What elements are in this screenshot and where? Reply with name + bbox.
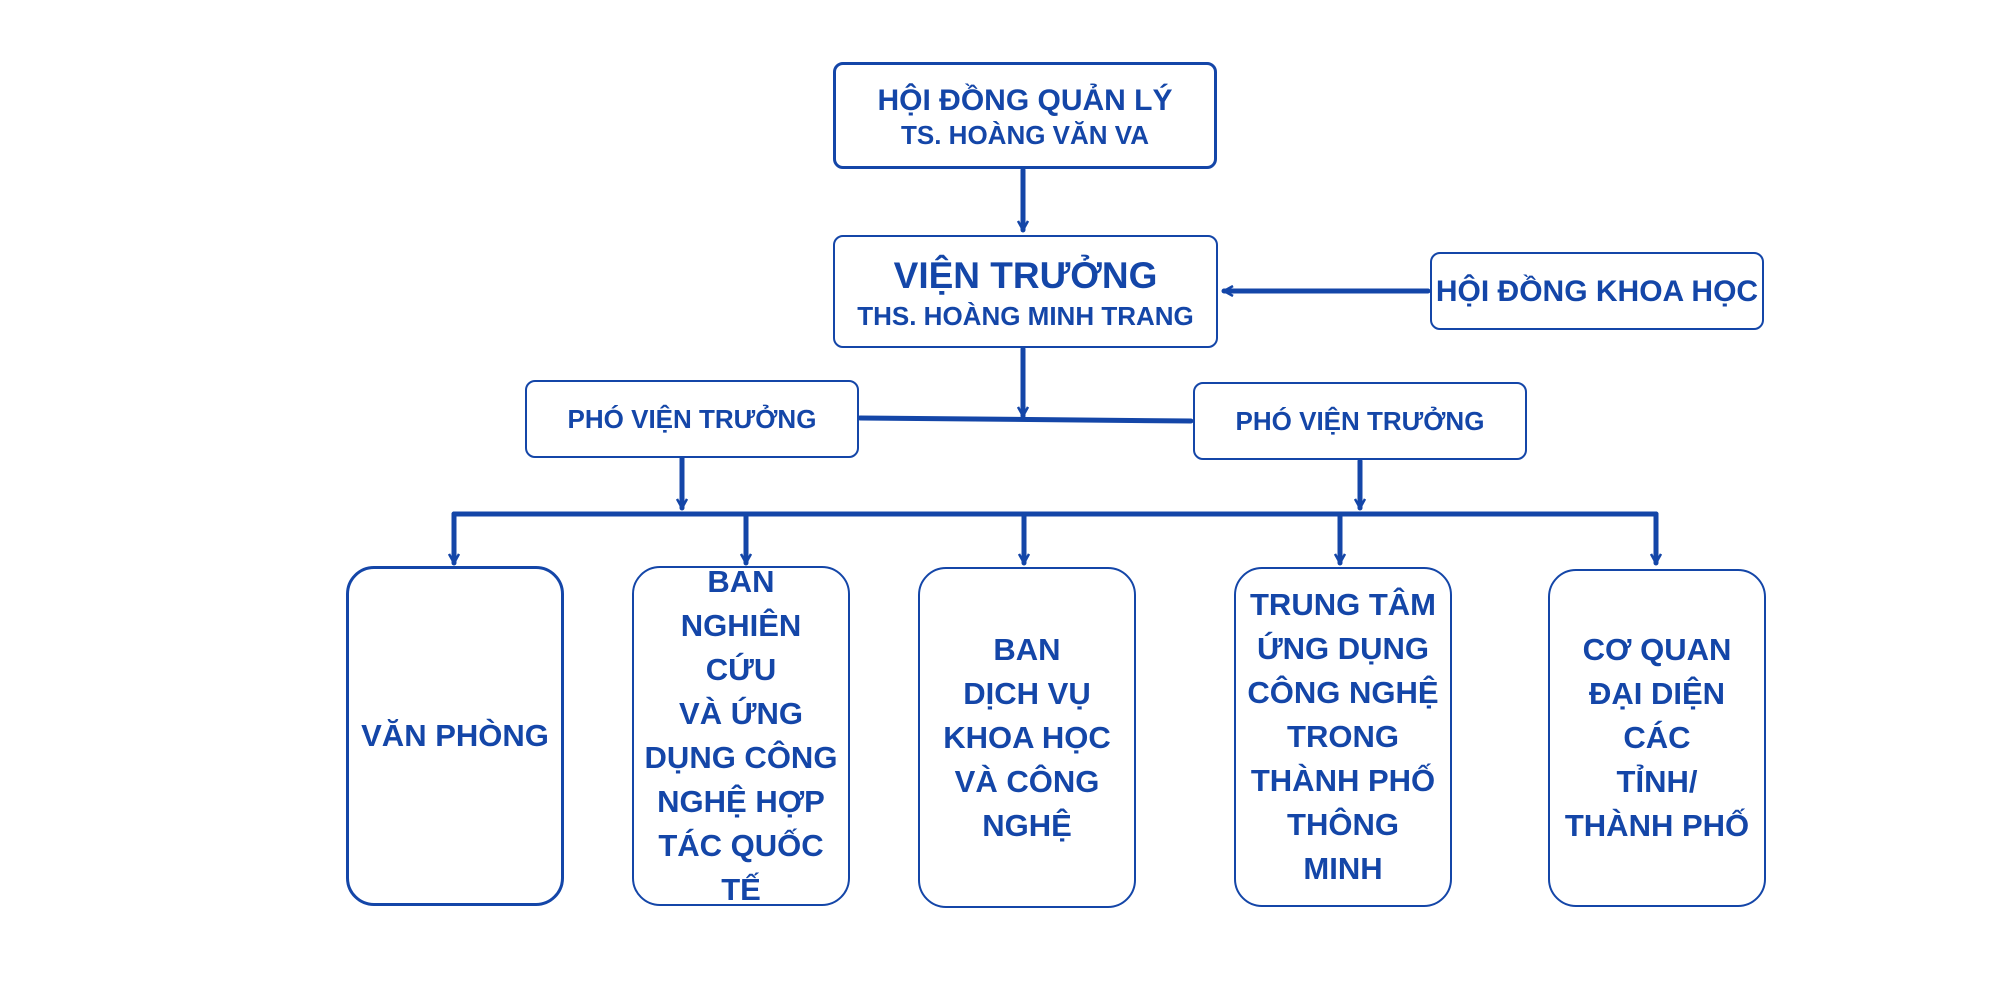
unit-smartcity-line-5: THÀNH PHỐ [1250, 763, 1436, 798]
unit-office-line-1: VĂN PHÒNG [361, 718, 549, 753]
unit-representative-line-4: THÀNH PHỐ [1564, 808, 1750, 843]
unit-research-line-2: NGHIÊN CỨU [680, 608, 802, 687]
unit-services-line-1: BAN [993, 631, 1061, 667]
unit-research-line-6: TÁC QUỐC TẾ [658, 828, 824, 907]
deputy-director-right-box: PHÓ VIỆN TRƯỞNG [1193, 382, 1527, 460]
unit-smartcity-line-2: ỨNG DỤNG [1256, 631, 1430, 666]
director-person: THS. HOÀNG MINH TRANG [857, 300, 1194, 331]
unit-box-sci-tech-services: BAN DỊCH VỤ KHOA HỌC VÀ CÔNG NGHỆ [918, 567, 1136, 908]
director-title: VIỆN TRƯỞNG [893, 255, 1158, 297]
unit-services-line-4: VÀ CÔNG [954, 763, 1100, 799]
unit-research-line-1: BAN [707, 564, 775, 599]
management-board-person: TS. HOÀNG VĂN VA [901, 119, 1149, 150]
unit-box-research-intl: BAN NGHIÊN CỨU VÀ ỨNG DỤNG CÔNG NGHỆ HỢP… [632, 564, 850, 907]
unit-representative-line-1: CƠ QUAN [1582, 632, 1732, 667]
unit-box-office: VĂN PHÒNG [346, 566, 564, 906]
unit-smartcity-line-6: THÔNG MINH [1287, 807, 1399, 886]
unit-smartcity-line-4: TRONG [1287, 719, 1399, 754]
unit-services-line-5: NGHỆ [982, 807, 1072, 843]
unit-representative-line-2: ĐẠI DIỆN CÁC [1588, 676, 1726, 755]
deputy-director-left-title: PHÓ VIỆN TRƯỞNG [567, 403, 817, 434]
unit-box-representative-offices: CƠ QUAN ĐẠI DIỆN CÁC TỈNH/ THÀNH PHỐ [1548, 569, 1766, 907]
unit-smartcity-line-1: TRUNG TÂM [1250, 587, 1436, 622]
unit-services-line-2: DỊCH VỤ [963, 675, 1091, 711]
management-board-title: HỘI ĐỒNG QUẢN LÝ [877, 83, 1173, 117]
director-box: VIỆN TRƯỞNG THS. HOÀNG MINH TRANG [833, 235, 1218, 348]
unit-research-line-4: DỤNG CÔNG [644, 740, 838, 775]
unit-representative-line-3: TỈNH/ [1616, 764, 1698, 799]
unit-research-line-5: NGHỆ HỢP [657, 784, 825, 819]
unit-smartcity-line-3: CÔNG NGHỆ [1247, 675, 1439, 710]
management-board-box: HỘI ĐỒNG QUẢN LÝ TS. HOÀNG VĂN VA [833, 62, 1217, 169]
science-council-title: HỘI ĐỒNG KHOA HỌC [1435, 274, 1759, 308]
deputy-director-left-box: PHÓ VIỆN TRƯỞNG [525, 380, 859, 458]
unit-services-line-3: KHOA HỌC [943, 719, 1111, 755]
line-deputies-link [857, 415, 1194, 424]
unit-research-line-3: VÀ ỨNG [679, 696, 803, 731]
unit-box-smart-city-center: TRUNG TÂM ỨNG DỤNG CÔNG NGHỆ TRONG THÀNH… [1234, 567, 1452, 907]
deputy-director-right-title: PHÓ VIỆN TRƯỞNG [1235, 405, 1485, 436]
science-council-box: HỘI ĐỒNG KHOA HỌC [1430, 252, 1764, 330]
